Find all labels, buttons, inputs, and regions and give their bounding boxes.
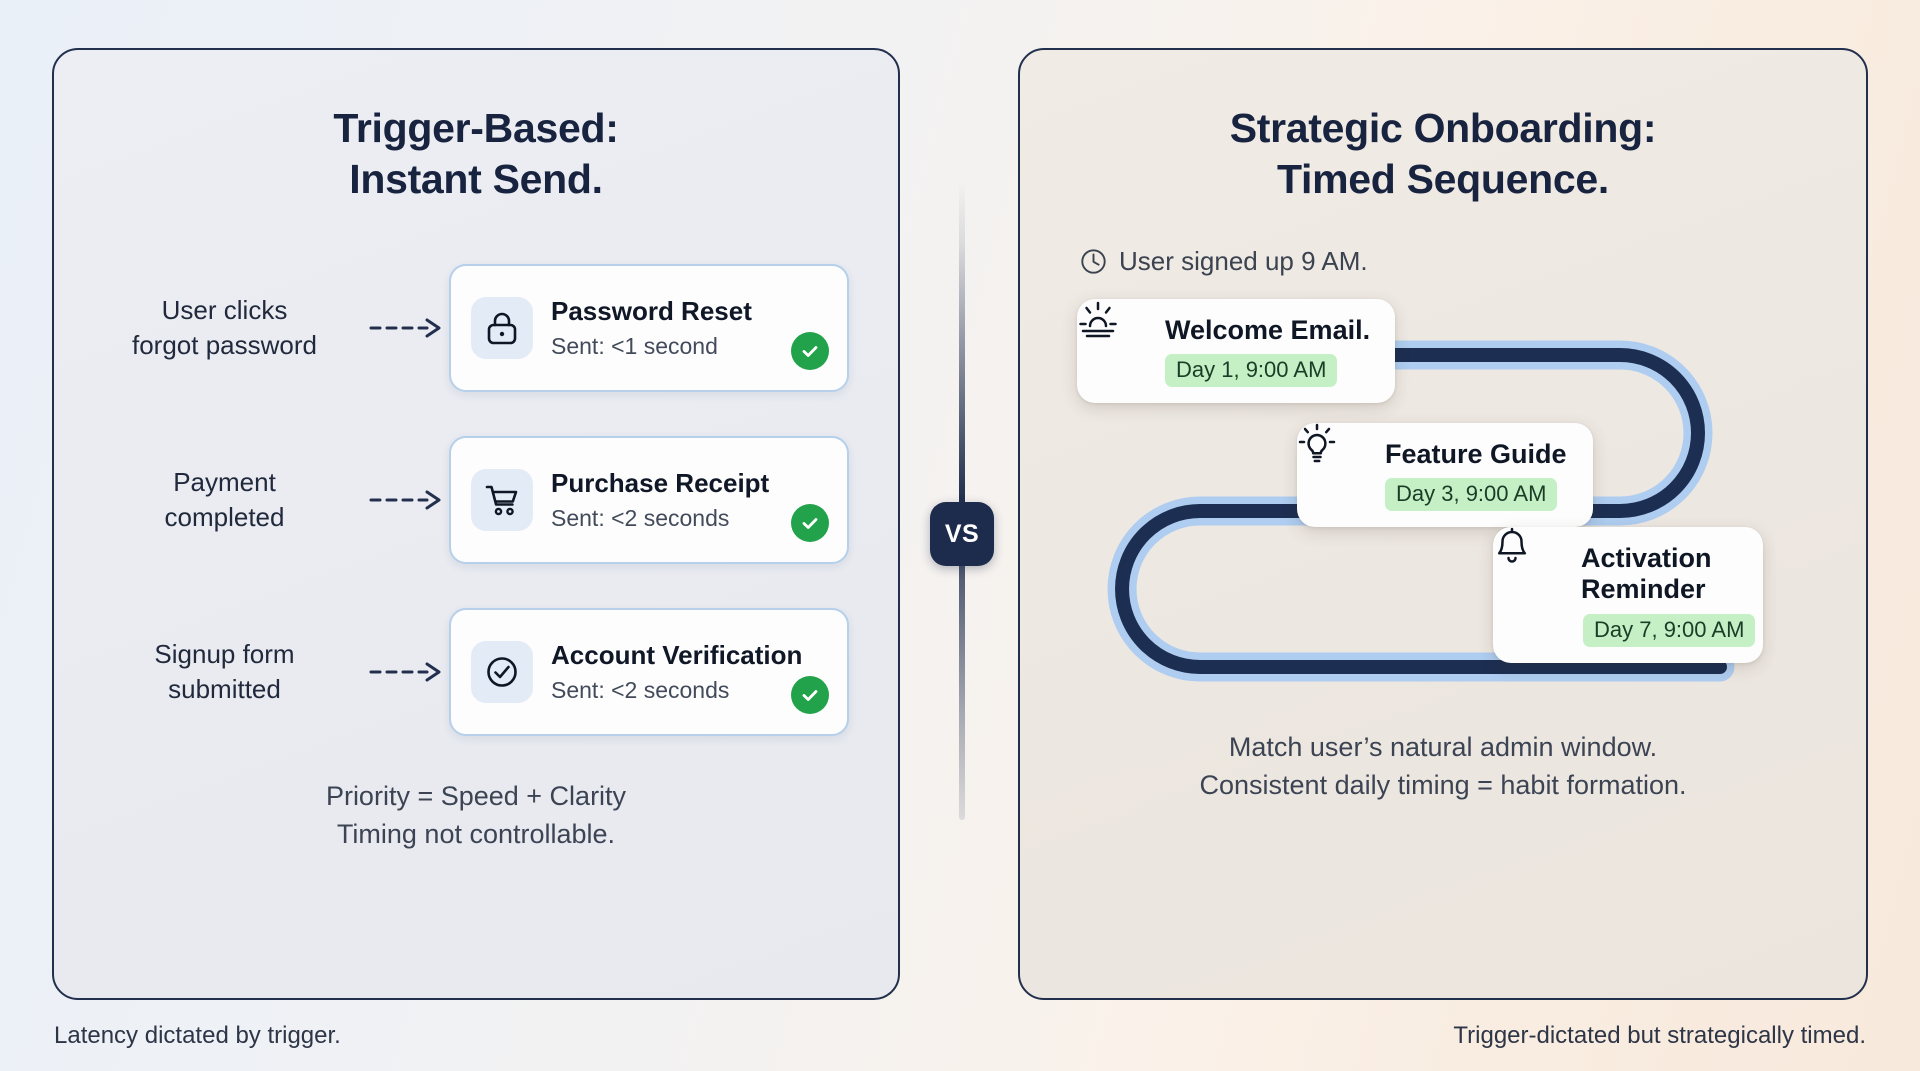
event-card-text: Account Verification Sent: <2 seconds: [551, 639, 803, 705]
trigger-label-line-1: Payment: [173, 467, 276, 498]
left-title-line-2: Instant Send.: [349, 156, 603, 203]
check-icon: [791, 504, 829, 542]
onboarding-flow: Welcome Email. Day 1, 9:00 AM Feat: [1020, 287, 1866, 722]
dashed-arrow-icon: [367, 489, 449, 511]
trigger-label: Payment completed: [82, 465, 367, 534]
flow-step-card[interactable]: Feature Guide Day 3, 9:00 AM: [1297, 422, 1593, 528]
event-card-title: Purchase Receipt: [551, 467, 770, 498]
event-card-title: Password Reset: [551, 295, 752, 326]
event-card[interactable]: Purchase Receipt Sent: <2 seconds: [449, 436, 849, 564]
signup-time-label: User signed up 9 AM.: [1119, 245, 1368, 276]
dashed-arrow-icon: [367, 661, 449, 683]
signup-time-line: User signed up 9 AM.: [1080, 246, 1866, 277]
bell-icon: [1497, 527, 1567, 621]
flow-step-card[interactable]: Welcome Email. Day 1, 9:00 AM: [1077, 298, 1395, 404]
event-card-title: Account Verification: [551, 639, 803, 670]
trigger-label-line-2: completed: [164, 502, 285, 532]
event-card[interactable]: Password Reset Sent: <1 second: [449, 264, 849, 392]
left-caption: Latency dictated by trigger.: [54, 1022, 341, 1049]
shopping-cart-icon: [471, 469, 533, 531]
lock-icon: [471, 297, 533, 359]
left-title-line-1: Trigger-Based:: [333, 105, 619, 151]
event-card-subtitle: Sent: <2 seconds: [551, 676, 730, 703]
lightbulb-icon: [1298, 423, 1371, 501]
flow-step-badge: Day 3, 9:00 AM: [1385, 478, 1558, 512]
trigger-label: User clicks forgot password: [82, 293, 367, 362]
clock-icon: [1080, 248, 1107, 275]
right-title-line-2: Timed Sequence.: [1277, 156, 1609, 203]
right-caption: Trigger-dictated but strategically timed…: [1453, 1022, 1866, 1049]
left-panel-title: Trigger-Based: Instant Send.: [54, 103, 898, 206]
right-title-line-1: Strategic Onboarding:: [1229, 105, 1657, 151]
flow-step-badge: Day 1, 9:00 AM: [1165, 354, 1338, 388]
trigger-rows: User clicks forgot password: [54, 261, 898, 740]
flow-step-body: Feature Guide Day 3, 9:00 AM: [1385, 439, 1571, 512]
right-note-line-2: Consistent daily timing = habit formatio…: [1199, 769, 1687, 800]
trigger-row: Signup form submitted Account Verificat: [54, 605, 898, 740]
trigger-label-line-2: submitted: [168, 674, 281, 704]
event-card-text: Purchase Receipt Sent: <2 seconds: [551, 468, 791, 533]
flow-step-badge: Day 7, 9:00 AM: [1583, 613, 1756, 647]
flow-step-card[interactable]: Activation Reminder Day 7, 9:00 AM: [1493, 526, 1763, 663]
event-card-subtitle: Sent: <1 second: [551, 332, 718, 359]
flow-step-title: Activation Reminder: [1581, 542, 1712, 605]
trigger-label: Signup form submitted: [82, 637, 367, 706]
strategic-onboarding-panel: Strategic Onboarding: Timed Sequence. Us…: [1018, 48, 1868, 1000]
trigger-based-panel: Trigger-Based: Instant Send. User clicks…: [52, 48, 900, 1000]
right-panel-title: Strategic Onboarding: Timed Sequence.: [1020, 103, 1866, 206]
vs-badge: VS: [930, 502, 994, 566]
left-panel-note: Priority = Speed + Clarity Timing not co…: [54, 777, 898, 854]
trigger-label-line-1: User clicks: [161, 295, 288, 326]
flow-step-body: Activation Reminder Day 7, 9:00 AM: [1581, 542, 1756, 647]
check-icon: [791, 676, 829, 714]
dashed-arrow-icon: [367, 317, 449, 339]
check-circle-icon: [471, 641, 533, 703]
event-card[interactable]: Account Verification Sent: <2 seconds: [449, 608, 849, 736]
flow-step-body: Welcome Email. Day 1, 9:00 AM: [1165, 315, 1373, 388]
sunrise-icon: [1079, 301, 1151, 377]
left-note-line-1: Priority = Speed + Clarity: [325, 780, 627, 811]
event-card-text: Password Reset Sent: <1 second: [551, 296, 791, 361]
right-panel-note: Match user’s natural admin window. Consi…: [1020, 728, 1866, 805]
left-note-line-2: Timing not controllable.: [336, 818, 616, 849]
right-note-line-1: Match user’s natural admin window.: [1228, 731, 1658, 762]
trigger-row: Payment completed: [54, 433, 898, 568]
trigger-row: User clicks forgot password: [54, 261, 898, 396]
flow-step-title: Feature Guide: [1385, 438, 1567, 469]
check-icon: [791, 332, 829, 370]
vs-divider-line: [959, 180, 965, 820]
trigger-label-line-1: Signup form: [154, 639, 295, 670]
flow-step-title: Welcome Email.: [1165, 314, 1371, 345]
event-card-subtitle: Sent: <2 seconds: [551, 504, 730, 531]
trigger-label-line-2: forgot password: [132, 330, 317, 360]
